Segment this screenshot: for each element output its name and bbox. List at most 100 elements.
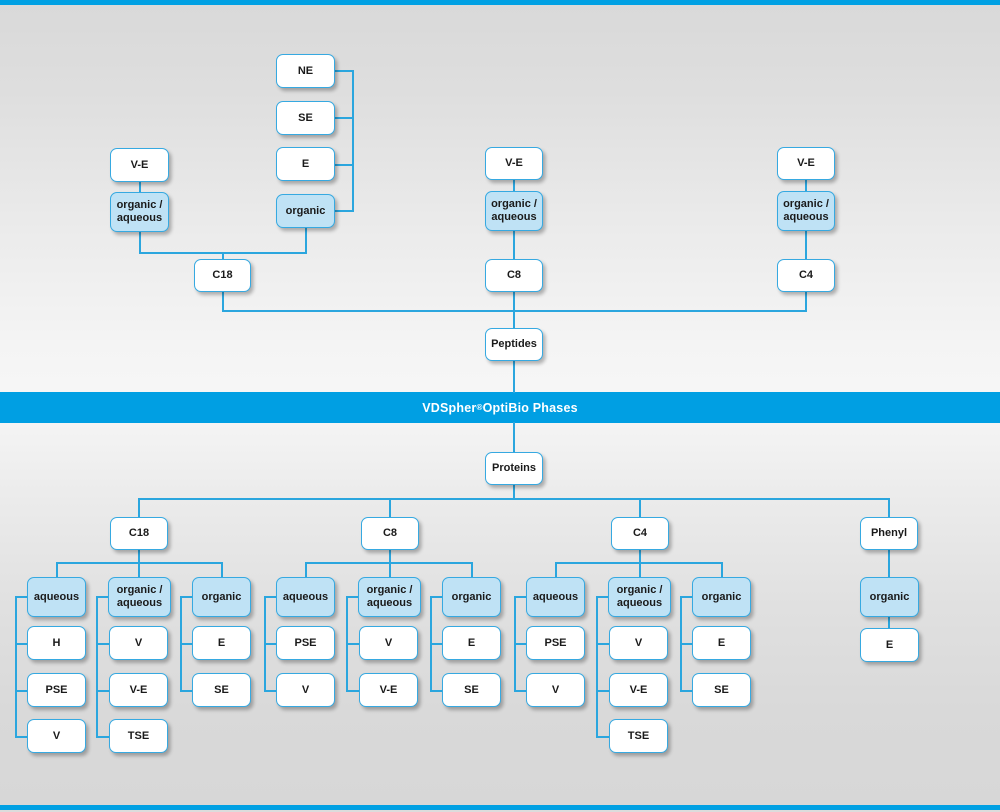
node-c8-organic-child-1[interactable]: E [442,626,501,660]
connector-rail-c8-orgaq-2 [346,690,360,692]
node-c4-aqueous-child-2[interactable]: V [526,673,585,707]
connector-c8-to-organic [471,562,473,577]
node-c8-group-aqueous[interactable]: aqueous [276,577,335,617]
connector-rail-c18-orgaq-2 [96,690,110,692]
node-c18-aqueous-child-2[interactable]: PSE [27,673,86,707]
connector-peptides-to-banner [513,360,515,393]
node-proteins-root[interactable]: Proteins [485,452,543,485]
connector-rail-c18-orgaq-head [96,596,110,598]
rail-c4-organic-aqueous [596,596,598,737]
node-c18-group-aqueous[interactable]: aqueous [27,577,86,617]
connector-rail-c8-aqueous-2 [264,690,278,692]
connector-rail-c18-organic-2 [180,690,194,692]
connector-rail-c18-organic-head [180,596,194,598]
node-c18-orgaq-child-3[interactable]: TSE [109,719,168,753]
node-c18-group-organic[interactable]: organic [192,577,251,617]
rail-c18-aqueous [15,596,17,737]
label-line-1: organic / [116,199,163,212]
connector-c8-to-aqueous [305,562,307,577]
node-peptides-phase-c8[interactable]: C8 [485,259,543,292]
connector-rail-c4-orgaq-1 [596,643,610,645]
node-c18-orgaq-child-2[interactable]: V-E [109,673,168,707]
node-proteins-phase-c18[interactable]: C18 [110,517,168,550]
connector-rail-c4-orgaq-head [596,596,610,598]
node-c8-aqueous-child-1[interactable]: PSE [276,626,335,660]
connector-rail-c18-aqueous-1 [15,643,29,645]
connector-rail-c8-organic-1 [430,643,444,645]
connector-orgaq-to-c4 [805,231,807,260]
connector-c18-to-aqueous [56,562,58,577]
node-c4-group-aqueous[interactable]: aqueous [526,577,585,617]
node-c18-group-organic-aqueous[interactable]: organic / aqueous [108,577,171,617]
rail-c18-organic-aqueous [96,596,98,737]
connector-proteins-down [513,484,515,499]
node-c8-group-organic-aqueous[interactable]: organic / aqueous [358,577,421,617]
connector-rail-c4-aqueous-1 [514,643,528,645]
label-line-1: organic / [116,584,163,597]
node-c4-orgaq-child-1[interactable]: V [609,626,668,660]
label-line-2: aqueous [366,597,413,609]
node-c8-orgaq-child-2[interactable]: V-E [359,673,418,707]
label-line-1: organic / [616,584,663,597]
node-c4-organic-child-1[interactable]: E [692,626,751,660]
node-phenyl-organic-child-1[interactable]: E [860,628,919,662]
node-peptides-root[interactable]: Peptides [485,328,543,361]
node-peptides-c18-ve[interactable]: V-E [110,148,169,182]
node-peptides-phase-c18[interactable]: C18 [194,259,251,292]
node-c8-organic-child-2[interactable]: SE [442,673,501,707]
node-peptides-c4-ve[interactable]: V-E [777,147,835,180]
node-c4-group-organic-aqueous[interactable]: organic / aqueous [608,577,671,617]
node-peptides-c18-organic-aqueous[interactable]: organic / aqueous [110,192,169,232]
node-c18-aqueous-child-3[interactable]: V [27,719,86,753]
node-proteins-phase-c4[interactable]: C4 [611,517,669,550]
brand-banner-label: VDSpher® OptiBio Phases [0,392,1000,423]
connector-c8-to-peptides [513,291,515,328]
top-accent-rule [0,0,1000,5]
connector-c18-proteins-down [138,549,140,563]
node-c4-aqueous-child-1[interactable]: PSE [526,626,585,660]
node-peptides-phase-c4[interactable]: C4 [777,259,835,292]
connector-rail-c4-organic-1 [680,643,694,645]
bottom-padding [0,810,1000,812]
connector-e-to-rail [333,164,354,166]
connector-rail-c8-organic-2 [430,690,444,692]
connector-ve-to-orgaq-c8 [513,180,515,192]
connector-rail-c4-orgaq-3 [596,736,610,738]
node-peptides-c18-se[interactable]: SE [276,101,335,135]
brand-suffix: OptiBio Phases [482,400,578,415]
node-c18-organic-child-2[interactable]: SE [192,673,251,707]
label-line-2: aqueous [783,211,829,223]
node-peptides-c8-organic-aqueous[interactable]: organic / aqueous [485,191,543,231]
node-peptides-c18-ne[interactable]: NE [276,54,335,88]
node-c8-aqueous-child-2[interactable]: V [276,673,335,707]
connector-rail-c4-organic-2 [680,690,694,692]
connector-proteins-bus [138,498,890,500]
node-peptides-c8-ve[interactable]: V-E [485,147,543,180]
node-c4-group-organic[interactable]: organic [692,577,751,617]
node-peptides-c18-organic[interactable]: organic [276,194,335,228]
node-phenyl-group-organic[interactable]: organic [860,577,919,617]
connector-rail-c8-orgaq-1 [346,643,360,645]
node-peptides-c4-organic-aqueous[interactable]: organic / aqueous [777,191,835,231]
registered-mark: ® [476,403,483,412]
label-line-1: organic / [491,198,537,211]
node-peptides-c18-e[interactable]: E [276,147,335,181]
node-proteins-phase-c8[interactable]: C8 [361,517,419,550]
connector-bus-to-phenyl [888,498,890,517]
node-c8-orgaq-child-1[interactable]: V [359,626,418,660]
connector-c4-proteins-down [639,549,641,563]
node-c8-group-organic[interactable]: organic [442,577,501,617]
connector-c8-to-orgaq [389,562,391,577]
connector-bus-to-c18 [222,252,224,260]
connector-ve-to-orgaq-c4 [805,180,807,192]
node-proteins-phase-phenyl[interactable]: Phenyl [860,517,918,550]
node-c18-aqueous-child-1[interactable]: H [27,626,86,660]
connector-c4-down [805,291,807,311]
node-c18-organic-child-1[interactable]: E [192,626,251,660]
node-c4-organic-child-2[interactable]: SE [692,673,751,707]
node-c18-orgaq-child-1[interactable]: V [109,626,168,660]
connector-ne-to-rail [333,70,354,72]
brand-name: VDSpher [422,400,477,415]
node-c4-orgaq-child-2[interactable]: V-E [609,673,668,707]
node-c4-orgaq-child-3[interactable]: TSE [609,719,668,753]
